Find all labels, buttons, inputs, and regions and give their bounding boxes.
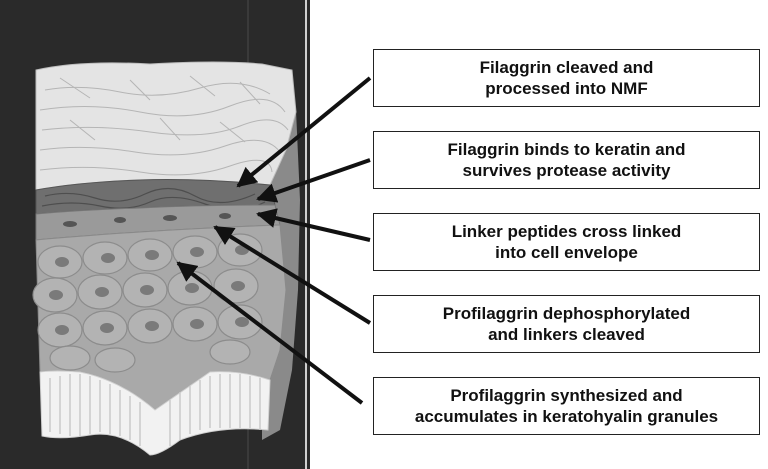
label-linker-crosslink-text: Linker peptides cross linked into cell e… xyxy=(452,221,682,263)
arrow-nmf xyxy=(238,78,370,186)
label-nmf-text: Filaggrin cleaved and processed into NMF xyxy=(480,57,654,99)
label-box-nmf: Filaggrin cleaved and processed into NMF xyxy=(373,49,760,107)
label-box-linker-crosslink: Linker peptides cross linked into cell e… xyxy=(373,213,760,271)
arrow-linker-crosslink xyxy=(258,214,370,240)
arrow-keratin xyxy=(258,160,370,199)
arrow-synthesized xyxy=(178,263,362,403)
label-box-synthesized: Profilaggrin synthesized and accumulates… xyxy=(373,377,760,435)
label-box-keratin: Filaggrin binds to keratin and survives … xyxy=(373,131,760,189)
label-box-dephosphorylated: Profilaggrin dephosphorylated and linker… xyxy=(373,295,760,353)
label-keratin-text: Filaggrin binds to keratin and survives … xyxy=(447,139,685,181)
label-synthesized-text: Profilaggrin synthesized and accumulates… xyxy=(415,385,718,427)
label-dephosphorylated-text: Profilaggrin dephosphorylated and linker… xyxy=(443,303,690,345)
